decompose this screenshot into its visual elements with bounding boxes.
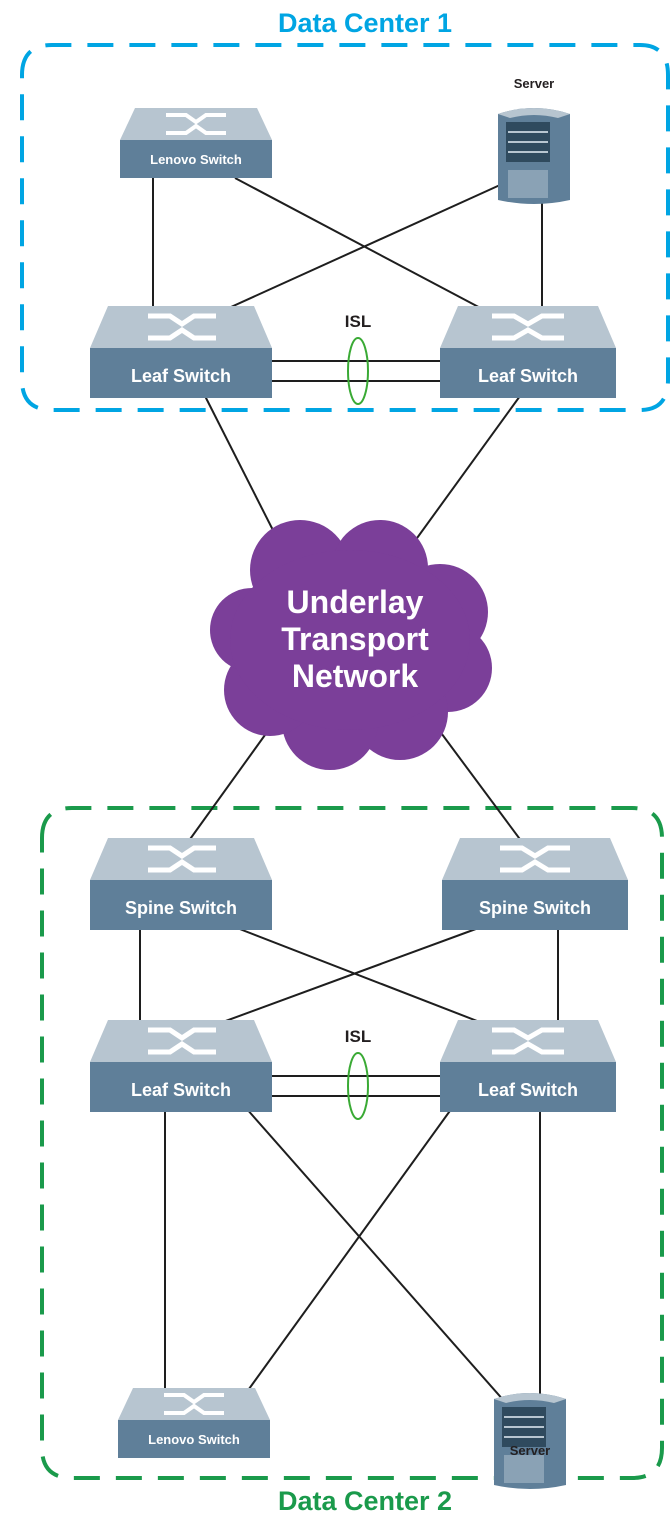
underlay-label-line2: Transport xyxy=(281,621,429,657)
dc1-isl: ISL xyxy=(272,312,444,405)
link-cloud-dc2-spinel xyxy=(187,727,271,843)
isl-ring xyxy=(347,337,369,405)
server-vents xyxy=(504,1455,544,1483)
switch-body xyxy=(90,1062,272,1112)
switch-arrows-icon xyxy=(148,1027,216,1055)
link-dc2-spinel-leafr xyxy=(231,925,491,1027)
underlay-label-line1: Underlay xyxy=(287,584,424,620)
dc1-boundary xyxy=(20,43,670,412)
switch-body xyxy=(120,140,272,178)
switch-top xyxy=(90,838,272,880)
dc2-lenovo-switch: Lenovo Switch xyxy=(118,1388,270,1458)
dc2-server-label: Server xyxy=(510,1443,550,1458)
isl-label: ISL xyxy=(345,312,371,331)
switch-body xyxy=(442,880,628,930)
dc2-boundary xyxy=(40,806,664,1480)
dc2-spine-switch-left: Spine Switch xyxy=(90,838,272,930)
link-dc2-leafr-lenovo xyxy=(227,1107,453,1419)
underlay-cloud: Underlay Transport Network xyxy=(210,520,492,770)
dc1-server-label: Server xyxy=(514,76,554,91)
switch-arrows-icon xyxy=(166,113,226,135)
underlay-label-line3: Network xyxy=(292,658,418,694)
switch-body xyxy=(118,1420,270,1458)
dc2-leaf-switch-right: Leaf Switch xyxy=(440,1020,616,1112)
switch-body xyxy=(440,348,616,398)
dc2-isl: ISL xyxy=(272,1027,444,1120)
dc2-title: Data Center 2 xyxy=(278,1486,452,1516)
switch-top xyxy=(90,306,272,348)
switch-arrows-icon xyxy=(164,1393,224,1415)
switch-label: Leaf Switch xyxy=(131,366,231,386)
dc2-leaf-switch-left: Leaf Switch xyxy=(90,1020,272,1112)
switch-label: Lenovo Switch xyxy=(150,152,242,167)
server-vents xyxy=(508,170,548,198)
dc2-spine-switch-right: Spine Switch xyxy=(442,838,628,930)
switch-body xyxy=(440,1062,616,1112)
switch-arrows-icon xyxy=(500,845,570,873)
switch-top xyxy=(442,838,628,880)
switch-label: Leaf Switch xyxy=(478,1080,578,1100)
link-dc1-server-leafl xyxy=(219,184,501,313)
server-top xyxy=(494,1393,566,1403)
switch-label: Leaf Switch xyxy=(131,1080,231,1100)
switch-arrows-icon xyxy=(492,313,564,341)
link-cloud-dc2-spiner xyxy=(429,717,523,843)
link-dc2-leafl-server xyxy=(245,1107,506,1403)
dc1-leaf-switch-left: Leaf Switch xyxy=(90,306,272,398)
dc2-server xyxy=(494,1393,566,1489)
dc1-title: Data Center 1 xyxy=(278,8,452,38)
switch-arrows-icon xyxy=(148,313,216,341)
link-dc2-spiner-leafl xyxy=(211,925,485,1027)
isl-label: ISL xyxy=(345,1027,371,1046)
dc1-lenovo-switch: Lenovo Switch xyxy=(120,108,272,178)
switch-arrows-icon xyxy=(148,845,216,873)
server-top xyxy=(498,108,570,118)
isl-ring xyxy=(347,1052,369,1120)
switch-label: Spine Switch xyxy=(125,898,237,918)
switch-top xyxy=(90,1020,272,1062)
switch-label: Lenovo Switch xyxy=(148,1432,240,1447)
switch-arrows-icon xyxy=(492,1027,564,1055)
switch-body xyxy=(90,880,272,930)
switch-top xyxy=(440,1020,616,1062)
switch-top xyxy=(440,306,616,348)
switch-label: Leaf Switch xyxy=(478,366,578,386)
switch-label: Spine Switch xyxy=(479,898,591,918)
link-lines xyxy=(139,177,559,1419)
dc1-server xyxy=(498,108,570,204)
link-dc1-lenovo-leafr xyxy=(234,177,489,313)
dc1-leaf-switch-right: Leaf Switch xyxy=(440,306,616,398)
link-dc1-leafl-cloud xyxy=(204,395,283,549)
link-dc1-leafr-cloud xyxy=(411,395,521,546)
switch-body xyxy=(90,348,272,398)
